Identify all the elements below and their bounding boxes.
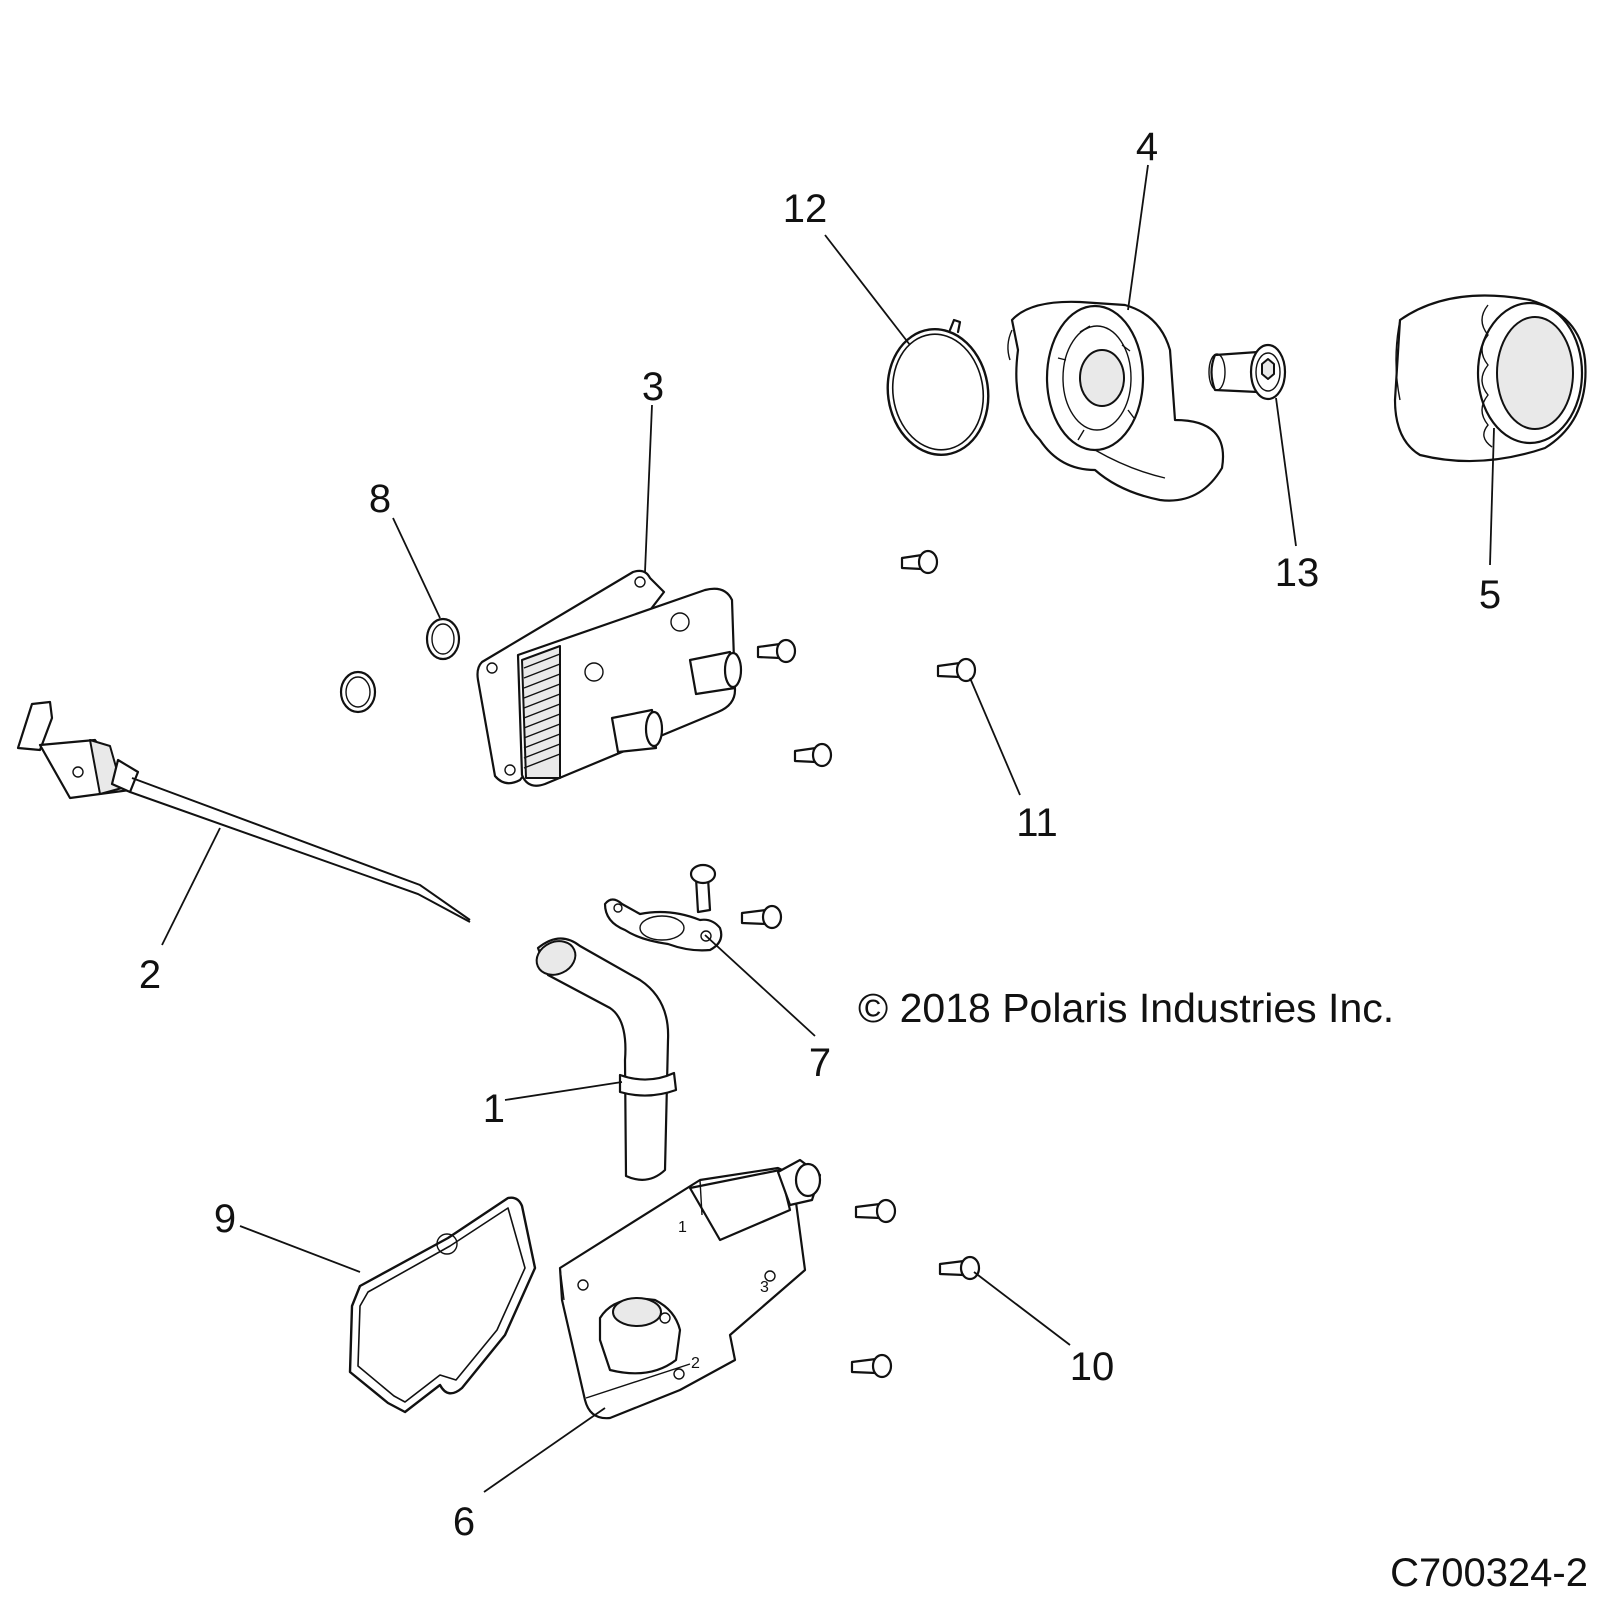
leader-10 (973, 1271, 1071, 1346)
leader-11 (969, 677, 1021, 796)
leader-12 (824, 234, 911, 346)
housing-mark-2: 2 (691, 1355, 700, 1372)
leader-1 (504, 1081, 623, 1101)
part-12-oring (886, 318, 990, 456)
part-5-oil-filter (1393, 294, 1587, 463)
leader-3 (644, 404, 653, 573)
callout-12: 12 (783, 187, 828, 231)
housing-mark-3: 3 (760, 1279, 769, 1296)
leader-9 (239, 1225, 361, 1273)
callout-11: 11 (1016, 801, 1058, 845)
callout-labels: 1 2 3 4 5 6 7 8 9 10 11 12 13 (139, 125, 1501, 1544)
callout-8: 8 (369, 477, 391, 521)
part-7-bolts (689, 863, 783, 930)
callout-2: 2 (139, 953, 161, 997)
part-11-bolts (756, 549, 977, 768)
leader-lines (161, 164, 1495, 1493)
part-9-housing-gasket (348, 1196, 537, 1414)
copyright-notice: © 2018 Polaris Industries Inc. (858, 985, 1394, 1031)
callout-5: 5 (1479, 573, 1501, 617)
part-3-oil-cooler (476, 569, 743, 787)
leader-6 (483, 1407, 606, 1493)
part-4-filter-adapter (1007, 300, 1225, 502)
callout-3: 3 (642, 365, 664, 409)
part-6-housing: 1 2 3 (558, 1158, 822, 1420)
drawing-number: C700324-2 (1390, 1551, 1588, 1595)
leader-13 (1275, 397, 1297, 547)
callout-10: 10 (1070, 1345, 1115, 1389)
part-7-gasket (603, 898, 723, 952)
leader-5 (1489, 427, 1495, 566)
leader-4 (1127, 164, 1149, 311)
part-10-bolts (850, 1198, 981, 1379)
callout-1: 1 (483, 1087, 505, 1131)
part-13-hollow-bolt (1208, 343, 1287, 401)
leader-7 (704, 934, 816, 1037)
callout-9: 9 (214, 1197, 236, 1241)
leader-8 (392, 517, 441, 619)
callout-7: 7 (809, 1041, 831, 1085)
part-2-dipstick (16, 700, 471, 923)
leader-2 (161, 827, 221, 946)
part-8-small-orings (339, 617, 461, 714)
housing-mark-1: 1 (678, 1219, 687, 1236)
callout-4: 4 (1136, 125, 1158, 169)
callout-13: 13 (1275, 551, 1320, 595)
callout-6: 6 (453, 1500, 475, 1544)
part-1-pickup-tube (535, 937, 678, 1181)
